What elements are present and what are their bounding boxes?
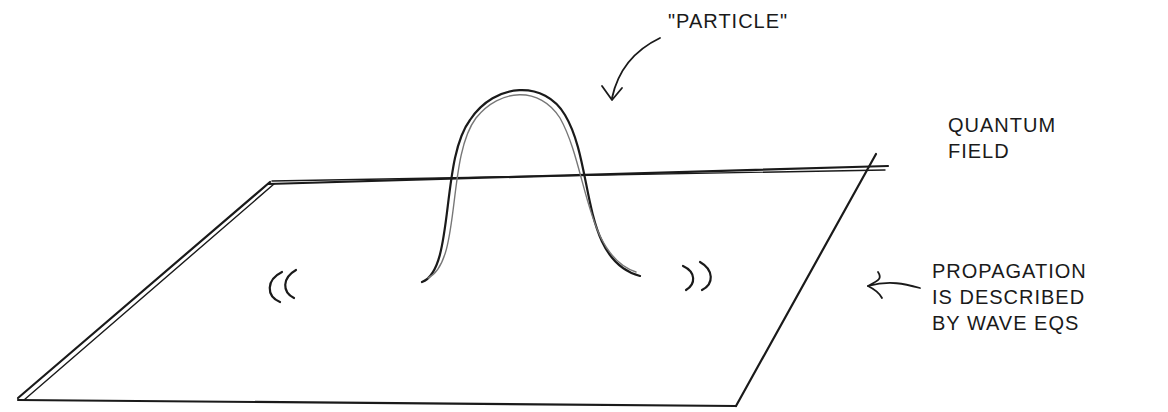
plane-back-edge-stroke [272,170,885,181]
particle-arrow [612,38,660,98]
ripple-left [285,270,296,298]
ripple-right [700,262,711,290]
field-label: QUANTUM FIELD [948,112,1098,164]
plane-front-edge [18,400,736,406]
particle-arrow-head [602,86,622,100]
ripple-right [683,266,693,290]
particle-label: "PARTICLE" [668,8,818,34]
propagation-arrow [868,272,920,288]
plane-right-edge [736,154,876,406]
plane-left-edge-stroke [24,184,274,400]
propagation-note: PROPAGATION IS DESCRIBED BY WAVE EQS [932,258,1100,336]
ripple-left [270,272,282,302]
plane-left-edge [18,182,270,398]
particle-bump-sketch [428,95,636,278]
propagation-arrow-head [868,286,882,298]
particle-bump [422,90,640,282]
